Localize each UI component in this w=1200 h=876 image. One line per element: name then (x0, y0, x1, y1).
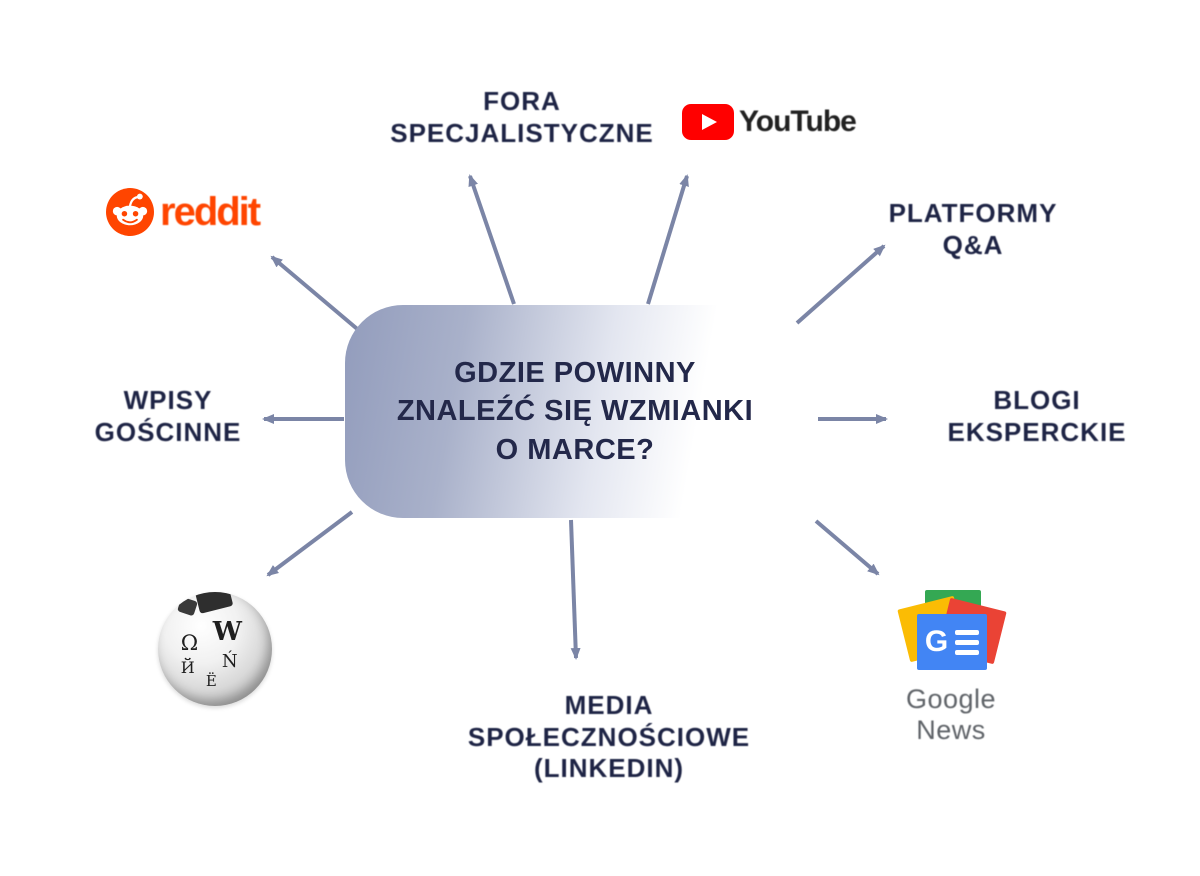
central-question-node: GDZIE POWINNY ZNALEŹĆ SIĘ WZMIANKI O MAR… (345, 305, 805, 518)
wikipedia-glyph: W (212, 617, 242, 648)
node-media-spolecznosciowe: MEDIA SPOŁECZNOŚCIOWE (LINKEDIN) (467, 690, 751, 784)
connector-to-wikipedia (266, 510, 354, 577)
google-news-text-lines-icon (955, 629, 980, 655)
youtube-play-icon (682, 104, 734, 140)
node-blogi-eksperckie: BLOGI EKSPERCKIE (947, 385, 1127, 447)
youtube-wordmark: YouTube (739, 105, 857, 138)
wikipedia-globe-icon: W Ω Ń Й Ë (158, 592, 272, 706)
reddit-logo: reddit (106, 188, 261, 236)
node-platformy-qa: PLATFORMY Q&A (888, 198, 1058, 260)
wikipedia-glyph: Й (180, 658, 195, 678)
connector-to-reddit (270, 255, 364, 335)
google-news-blue-card: G (917, 614, 987, 670)
youtube-logo: YouTube (682, 104, 857, 140)
node-fora-specjalistyczne: FORA SPECJALISTYCZNE (390, 86, 654, 148)
wikipedia-glyph: Ń (221, 651, 238, 673)
google-news-caption: Google News (905, 684, 997, 745)
connector-to-media (569, 519, 581, 660)
google-news-logo: G Google News (886, 590, 1016, 746)
wikipedia-glyph: Ë (205, 671, 217, 690)
wikipedia-puzzle-gap (194, 592, 234, 615)
google-news-monogram: G (924, 625, 949, 658)
connector-to-google-news (814, 519, 880, 576)
wikipedia-glyph: Ω (180, 630, 199, 655)
connector-to-youtube (646, 174, 689, 305)
node-wpisy-goscinne: WPISY GOŚCINNE (94, 385, 242, 447)
google-news-icon: G (897, 590, 1007, 674)
connector-to-fora (468, 174, 516, 305)
central-question-title: GDZIE POWINNY ZNALEŹĆ SIĘ WZMIANKI O MAR… (396, 357, 754, 466)
reddit-wordmark: reddit (160, 189, 261, 234)
wikipedia-logo: W Ω Ń Й Ë (158, 592, 272, 706)
wikipedia-puzzle-gap (176, 596, 198, 616)
reddit-snoo-icon (106, 188, 154, 236)
